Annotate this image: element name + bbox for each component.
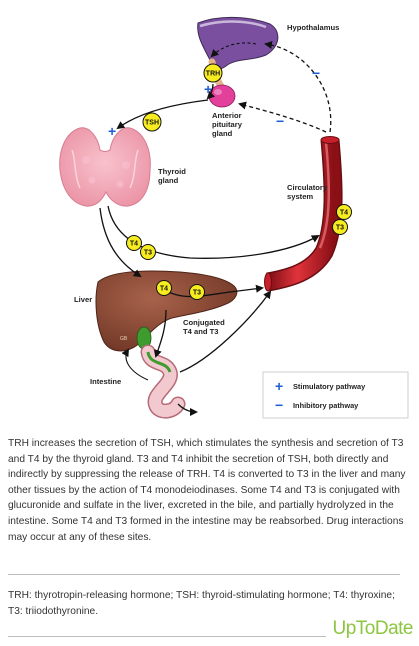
reabsorption-line (179, 290, 272, 373)
t4-node-thyroid: T4 (126, 235, 142, 251)
svg-text:T4: T4 (130, 241, 138, 248)
inhibit-tsh-dashed-arrow (238, 101, 327, 133)
circulatory-label-2: system (287, 192, 313, 201)
excretion-arrow (177, 403, 198, 416)
thyroid-label-2: gland (158, 176, 179, 185)
t3-node-liver: T3 (189, 284, 205, 300)
figure-caption: TRH increases the secretion of TSH, whic… (8, 438, 406, 543)
inhibit-trh-dashed-arrow (264, 40, 332, 133)
abbreviations-note: TRH: thyrotropin-releasing hormone; TSH:… (8, 590, 395, 617)
conjugated-label-1: Conjugated (183, 318, 225, 327)
conjugated-label-2: T4 and T3 (183, 327, 218, 336)
plus-sign-tsh: + (108, 123, 116, 139)
pituitary-label-3: gland (212, 129, 233, 138)
legend-inhibitory-label: Inhibitory pathway (293, 401, 359, 410)
thyroid-label-1: Thyroid (158, 167, 186, 176)
legend: + Stimulatory pathway − Inhibitory pathw… (262, 371, 409, 419)
intestine (140, 344, 186, 419)
thyroid-to-liver-line (99, 207, 142, 278)
thyroid-axis-diagram: GB TRH TSH T4 T3 T4 T3 T4 (59, 16, 409, 419)
thyroid-to-circulation-line (107, 205, 320, 259)
t4-node-circulation: T4 (336, 204, 352, 220)
divider (8, 636, 326, 637)
svg-text:TRH: TRH (206, 71, 220, 78)
t4-node-liver: T4 (156, 280, 172, 296)
svg-text:T3: T3 (144, 250, 152, 257)
t3-node-thyroid: T3 (140, 244, 156, 260)
divider (8, 574, 400, 575)
liver-label: Liver (74, 295, 92, 304)
trh-node: TRH (203, 63, 223, 83)
pituitary-label-1: Anterior (212, 111, 242, 120)
svg-text:TSH: TSH (145, 120, 159, 127)
thyroid-gland (59, 127, 151, 207)
minus-sign-tsh: − (276, 113, 284, 129)
gallbladder-label: GB (120, 336, 128, 342)
trh-to-pituitary-arrow (206, 83, 216, 100)
enterohepatic-return-line (121, 348, 149, 381)
blood-vessel (264, 136, 343, 292)
svg-text:T3: T3 (336, 225, 344, 232)
svg-text:T4: T4 (340, 210, 348, 217)
circulatory-label-1: Circulatory (287, 183, 328, 192)
legend-stimulatory-label: Stimulatory pathway (293, 382, 366, 391)
pituitary-label-2: pituitary (212, 120, 243, 129)
legend-minus-icon: − (275, 397, 283, 413)
svg-text:T3: T3 (193, 290, 201, 297)
t3-node-circulation: T3 (332, 219, 348, 235)
conjugated-to-intestine-line (154, 309, 167, 358)
intestine-label: Intestine (90, 377, 121, 386)
svg-text:T4: T4 (160, 286, 168, 293)
plus-sign-trh: + (204, 81, 212, 97)
legend-plus-icon: + (275, 378, 283, 394)
pituitary-to-thyroid-arrow (116, 99, 209, 130)
hypothalamus-label: Hypothalamus (287, 23, 339, 32)
minus-sign-trh: − (312, 65, 320, 81)
tsh-node: TSH (142, 112, 162, 132)
uptodate-logo: UpToDate (332, 618, 414, 639)
hypothalamus-feedback-dashed-arc (210, 42, 257, 58)
